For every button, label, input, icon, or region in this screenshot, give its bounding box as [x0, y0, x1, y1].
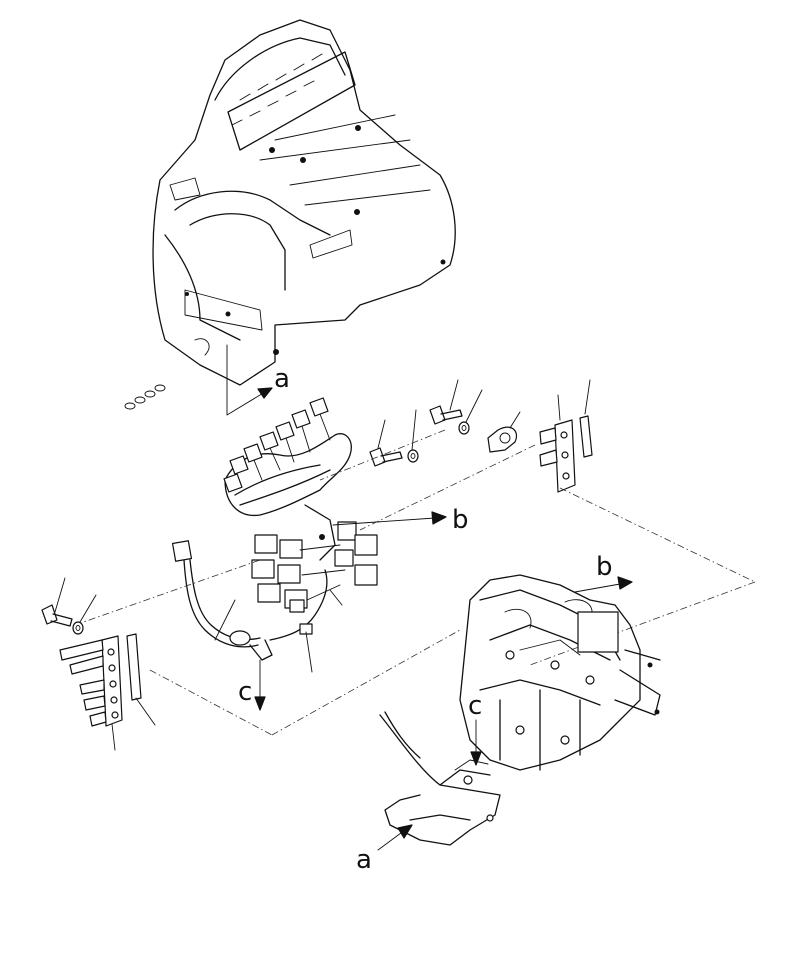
label-a-top: a [274, 364, 290, 394]
cab-body [152, 19, 456, 386]
arrow-a-top: a [226, 344, 290, 416]
arrow-b-right: b [574, 552, 633, 593]
chain-part [124, 384, 166, 410]
machine-frame [379, 574, 661, 846]
guide-lines [74, 429, 756, 736]
arrow-b-left: b [332, 505, 469, 535]
arrow-c-right: c [468, 691, 482, 766]
label-b-left: b [452, 505, 469, 535]
relay-block [251, 521, 378, 613]
arrow-a-bottom: a [356, 824, 413, 875]
label-a-bottom: a [356, 845, 372, 875]
hardware-left [41, 577, 156, 751]
wiring-harness [171, 397, 378, 673]
hardware-top [369, 379, 593, 493]
label-c-right: c [468, 691, 482, 721]
arrow-c-left: c [238, 659, 266, 711]
label-c-left: c [238, 677, 252, 707]
label-b-right: b [596, 552, 613, 582]
